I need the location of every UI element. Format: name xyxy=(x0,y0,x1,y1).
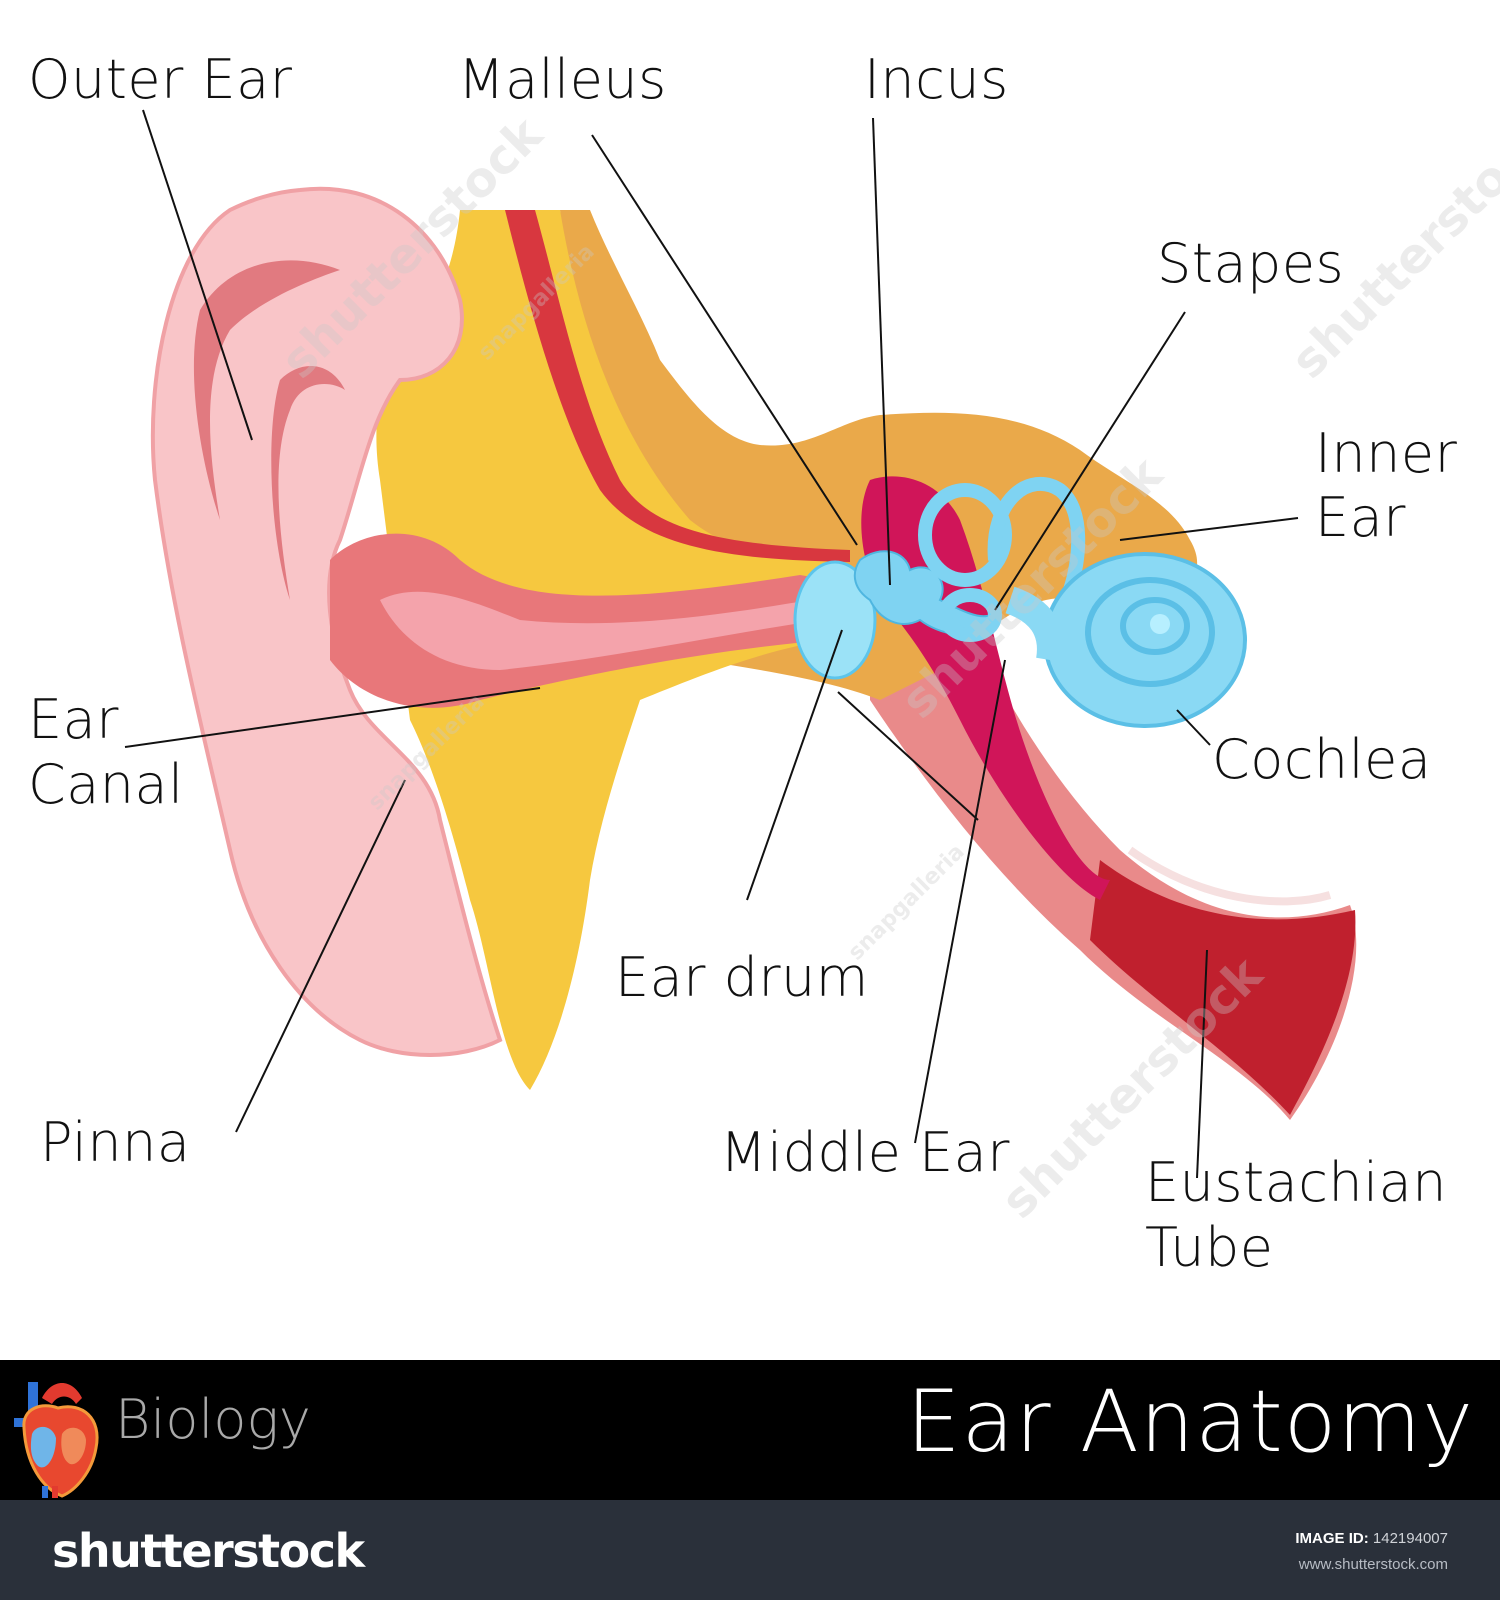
tensor-muscle-shape xyxy=(505,210,850,562)
brand-logo[interactable]: shutterstock xyxy=(52,1524,365,1578)
stock-footer: shutterstock IMAGE ID: 142194007 www.shu… xyxy=(0,1500,1500,1600)
label-ear-canal-line1: Ear xyxy=(28,688,119,751)
site-url[interactable]: www.shutterstock.com xyxy=(1298,1556,1448,1573)
label-malleus: Malleus xyxy=(458,48,667,111)
label-outer-ear: Outer Ear xyxy=(28,48,293,111)
label-cochlea: Cochlea xyxy=(1212,728,1432,791)
diagram-title: Ear Anatomy xyxy=(906,1372,1474,1472)
image-id-label: IMAGE ID: xyxy=(1295,1530,1369,1547)
label-inner-ear-line1: Inner xyxy=(1315,422,1458,485)
label-middle-ear: Middle Ear xyxy=(720,1121,1010,1184)
label-eustachian-line2: Tube xyxy=(1145,1216,1274,1279)
label-pinna: Pinna xyxy=(40,1111,191,1174)
label-ear-canal-line2: Canal xyxy=(28,753,184,816)
image-id: IMAGE ID: 142194007 xyxy=(1295,1530,1448,1547)
semicircular-canals xyxy=(918,476,1086,642)
heart-icon xyxy=(14,1382,99,1498)
cochlea-shape xyxy=(1005,552,1247,728)
title-bar: Biology Ear Anatomy xyxy=(0,1360,1500,1500)
category-label: Biology xyxy=(115,1388,311,1451)
leader-lines xyxy=(124,109,1299,1179)
diagram-stage: shutterstock shutterstock shutterstock s… xyxy=(28,48,1500,1279)
label-inner-ear-line2: Ear xyxy=(1315,486,1406,549)
label-stapes: Stapes xyxy=(1157,232,1345,295)
label-ear-drum: Ear drum xyxy=(615,946,869,1009)
label-incus: Incus xyxy=(864,48,1009,111)
ear-canal-shape xyxy=(330,533,830,708)
image-id-value: 142194007 xyxy=(1372,1530,1448,1547)
ear-drum-shape xyxy=(793,560,877,680)
ear-anatomy-illustration xyxy=(124,109,1357,1179)
label-eustachian-line1: Eustachian xyxy=(1145,1151,1447,1214)
